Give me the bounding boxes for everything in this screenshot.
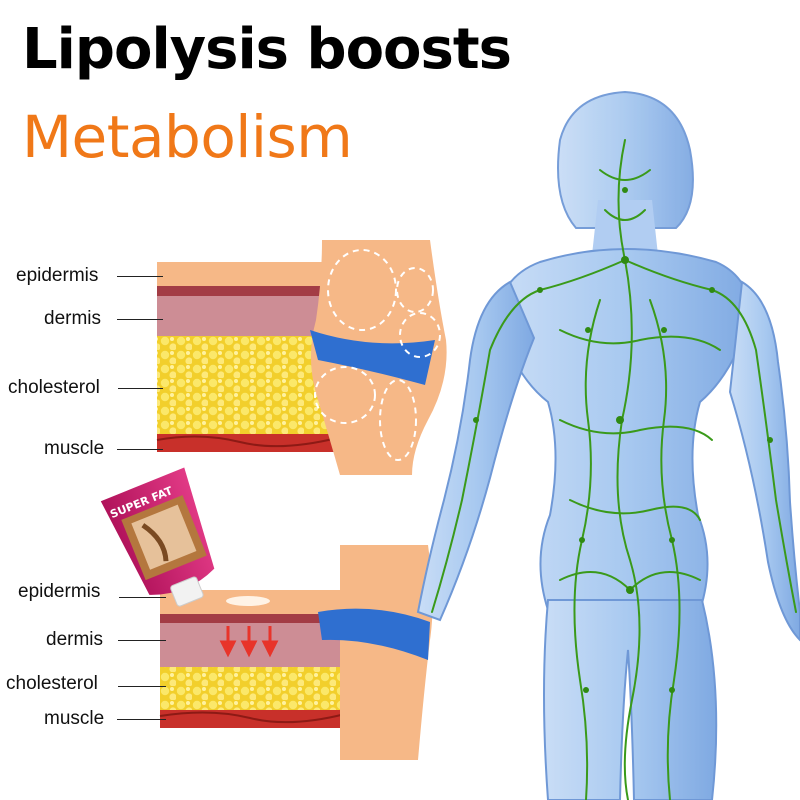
- tick-cholesterol-after: [118, 686, 166, 687]
- label-dermis-after: dermis: [46, 629, 104, 650]
- body-silhouette: [416, 90, 800, 800]
- tick-epidermis-before: [117, 276, 163, 277]
- label-muscle-before: muscle: [44, 438, 105, 459]
- label-epidermis-before: epidermis: [16, 265, 99, 286]
- headline-line-2: Metabolism: [22, 103, 353, 171]
- tick-muscle-before: [117, 449, 163, 450]
- label-cholesterol-before: cholesterol: [8, 377, 100, 398]
- down-arrows: [219, 626, 279, 658]
- product-tube: SUPER FAT: [100, 467, 215, 607]
- label-epidermis-after: epidermis: [18, 581, 101, 602]
- tick-dermis-before: [117, 319, 163, 320]
- skin-diagram-after: [159, 545, 433, 760]
- lymph-nodes: [473, 187, 773, 693]
- tick-muscle-after: [117, 719, 166, 720]
- tick-cholesterol-before: [118, 388, 163, 389]
- tick-epidermis-after: [119, 597, 166, 598]
- label-muscle-after: muscle: [44, 708, 105, 729]
- label-cholesterol-after: cholesterol: [6, 673, 98, 694]
- skin-diagram-before: [156, 240, 447, 475]
- label-dermis-before: dermis: [44, 308, 102, 329]
- tick-dermis-after: [118, 640, 166, 641]
- headline-line-1: Lipolysis boosts: [22, 17, 512, 82]
